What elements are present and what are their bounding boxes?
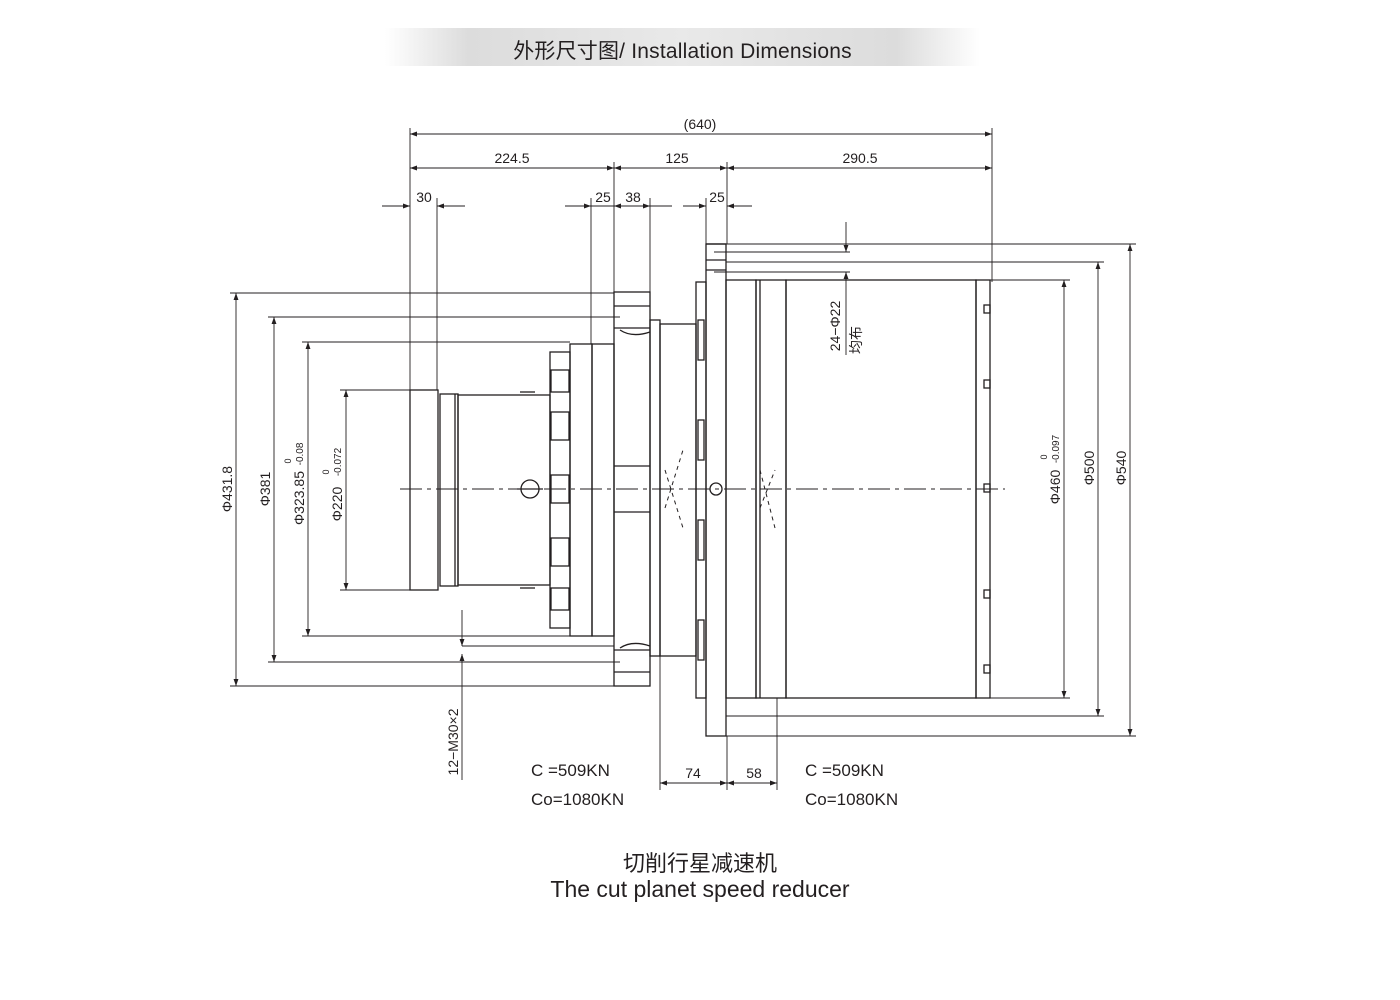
bolt-holes-label: 24−Φ22	[827, 301, 843, 352]
dim-dia-500: Φ500	[1081, 451, 1097, 486]
dim-74: 74	[685, 765, 701, 781]
left-bearing-co: Co=1080KN	[531, 790, 624, 809]
mounting-flange	[569, 343, 593, 637]
dim-dia-460-tol-lower: -0.097	[1051, 434, 1062, 463]
page-title: 外形尺寸图/ Installation Dimensions	[513, 40, 852, 63]
dim-38: 38	[625, 189, 641, 205]
dim-dia-540: Φ540	[1113, 451, 1129, 486]
bearing-ratings: C =509KN Co=1080KN C =509KN Co=1080KN	[531, 761, 898, 809]
gear-housing-left	[457, 394, 551, 586]
dim-25-right: 25	[709, 189, 725, 205]
caption-english: The cut planet speed reducer	[550, 876, 850, 902]
dim-dia-323-tol-lower: -0.08	[295, 442, 306, 465]
dimension-labels: (640) 224.5 125 290.5 30 25 38 25 74 58 …	[219, 116, 1129, 781]
dim-dia-220-tol-upper: 0	[321, 469, 331, 474]
dim-58: 58	[746, 765, 762, 781]
dim-dia-460-tol-upper: 0	[1039, 454, 1049, 459]
dim-dia-220: Φ220	[329, 487, 345, 522]
dim-dia-431: Φ431.8	[219, 466, 235, 512]
dim-segment-2: 125	[665, 150, 689, 166]
dim-dia-323: Φ323.85	[291, 471, 307, 525]
right-bearing-co: Co=1080KN	[805, 790, 898, 809]
dim-dia-323-tol-upper: 0	[283, 458, 293, 463]
dimension-lines	[230, 128, 1136, 790]
bolt-holes-note: 均布	[848, 326, 864, 354]
dim-segment-1: 224.5	[494, 150, 529, 166]
dim-dia-220-tol-lower: -0.072	[333, 447, 344, 476]
thread-holes-label: 12−M30×2	[445, 708, 461, 775]
right-bearing-c: C =509KN	[805, 761, 884, 780]
input-shaft	[409, 389, 439, 591]
dim-overall-length: (640)	[684, 116, 717, 132]
reducer-body	[409, 243, 991, 737]
dim-25-left: 25	[595, 189, 611, 205]
hidden-lines	[400, 449, 1005, 529]
dim-30: 30	[416, 189, 432, 205]
dim-dia-381: Φ381	[257, 472, 273, 507]
left-bearing-c: C =509KN	[531, 761, 610, 780]
caption-chinese: 切削行星减速机	[622, 851, 777, 876]
dim-segment-3: 290.5	[842, 150, 877, 166]
output-flange	[705, 243, 727, 737]
title-banner: 外形尺寸图/ Installation Dimensions	[385, 28, 980, 66]
dim-dia-460: Φ460	[1047, 470, 1063, 505]
